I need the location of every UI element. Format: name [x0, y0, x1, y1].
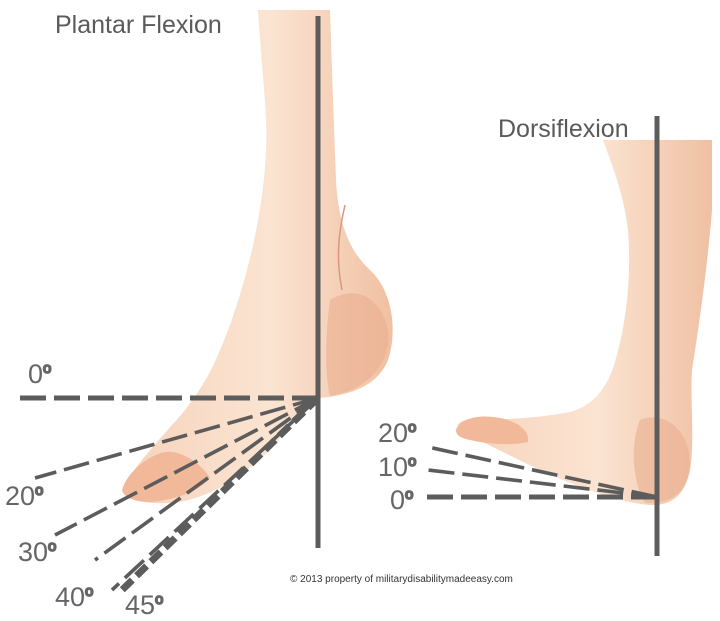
plantar-line-45 — [115, 395, 321, 597]
dorsi-leg-shape — [457, 140, 712, 506]
dorsi-title: Dorsiflexion — [498, 115, 629, 143]
plantar-foot-illustration — [122, 0, 393, 504]
dorsi-heel-shadow — [633, 417, 690, 504]
plantar-heel-shadow — [326, 293, 389, 396]
dorsi-toes — [456, 416, 529, 445]
plantar-ankle-vein — [337, 204, 346, 291]
plantar-leg-shape — [122, 10, 393, 504]
plantar-line-30 — [93, 396, 320, 562]
plantar-line-20b — [54, 396, 319, 537]
dorsi-angle-lines — [422, 445, 658, 500]
plantar-angle-lines — [20, 395, 321, 597]
plantar-label-30: 30o — [18, 537, 56, 567]
dorsi-foot-illustration — [456, 100, 720, 506]
copyright-credit: © 2013 property of militarydisabilitymad… — [290, 574, 513, 585]
dorsi-label-0: 0o — [390, 485, 413, 515]
dorsi-line-20 — [427, 445, 658, 499]
plantar-label-40: 40o — [55, 582, 93, 612]
dorsi-angle-labels: 20o 10o 0o — [378, 418, 417, 515]
plantar-label-0: 0o — [28, 359, 51, 389]
plantar-angle-labels: 0o 20o 30o 40o 45o — [5, 359, 164, 620]
dorsi-label-20: 20o — [378, 418, 416, 448]
plantar-line-20a — [34, 396, 319, 480]
plantar-label-20: 20o — [5, 481, 43, 511]
plantar-title: Plantar Flexion — [55, 11, 222, 39]
dorsi-label-10: 10o — [378, 452, 416, 482]
plantar-label-45: 45o — [125, 590, 163, 620]
dorsi-line-10 — [427, 468, 658, 499]
